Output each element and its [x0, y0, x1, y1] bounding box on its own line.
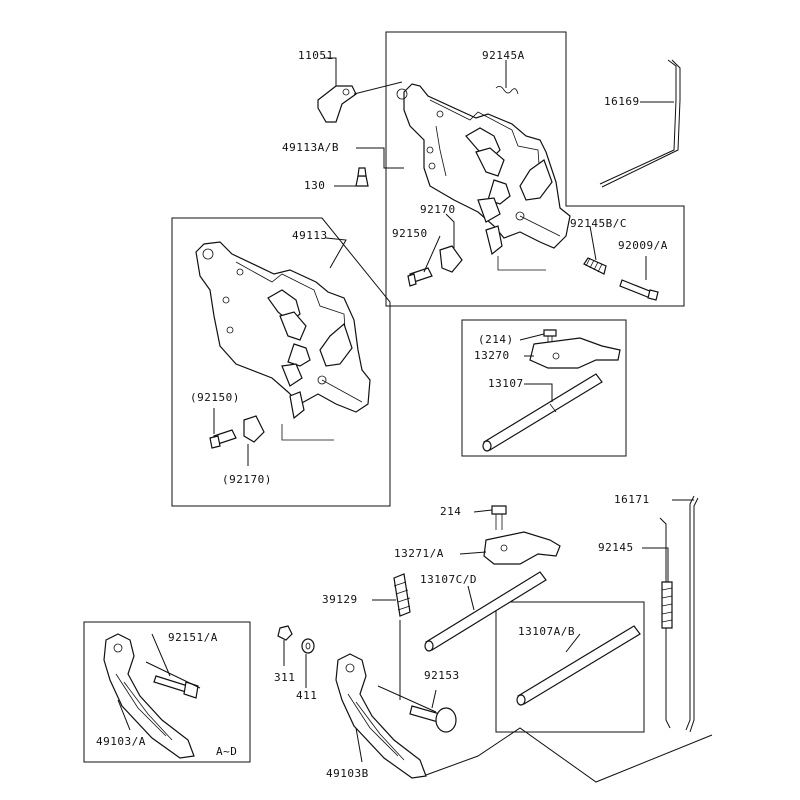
bolt-92151a: [153, 675, 199, 699]
spring-92145bc: [583, 257, 607, 275]
upper-assembly-frame: [385, 31, 685, 307]
label-13107cd: 13107C/D: [420, 573, 477, 586]
label-a-to-d: A~D: [216, 745, 238, 758]
shaft-13107cd: [424, 571, 547, 652]
label-411: 411: [296, 689, 318, 702]
leader-lines: [117, 57, 694, 763]
label-92150-paren: (92150): [190, 391, 240, 404]
label-39129: 39129: [322, 593, 358, 606]
nut-311: [277, 625, 293, 641]
screw-214: [491, 505, 507, 530]
plate-13271a: [483, 531, 561, 565]
label-49113ab: 49113A/B: [282, 141, 339, 154]
spring-92145a: [495, 86, 519, 95]
frame-bottom-link: [425, 727, 713, 783]
label-16171: 16171: [614, 493, 650, 506]
label-11051: 11051: [298, 49, 334, 62]
label-13271a: 13271/A: [394, 547, 444, 560]
rod-16169: [599, 59, 681, 188]
shaft-box-13107ab: [495, 601, 645, 733]
label-92170: 92170: [420, 203, 456, 216]
label-92170-paren: (92170): [222, 473, 272, 486]
shaft-13107ab: [516, 625, 641, 706]
clip-92170-upper: [439, 245, 463, 273]
label-92145bc: 92145B/C: [570, 217, 627, 230]
shaft-13107: [482, 373, 603, 452]
lever-box-49103a: [83, 621, 251, 763]
label-92145: 92145: [598, 541, 634, 554]
washer-411: [301, 638, 315, 654]
clip-92170-left: [243, 415, 265, 443]
bolt-92150-left: [209, 429, 237, 449]
label-16169: 16169: [604, 95, 640, 108]
label-13107: 13107: [488, 377, 524, 390]
label-130: 130: [304, 179, 326, 192]
label-311: 311: [274, 671, 296, 684]
bolt-130: [355, 167, 369, 187]
label-92009a: 92009/A: [618, 239, 668, 252]
plate-13270: [529, 337, 621, 369]
label-92151a: 92151/A: [168, 631, 218, 644]
left-assembly-frame: [171, 217, 391, 507]
control-plate-left: [195, 241, 371, 441]
label-214: 214: [440, 505, 462, 518]
bracket-11051: [317, 85, 357, 123]
label-13107ab: 13107A/B: [518, 625, 575, 638]
spring-92145: [661, 581, 673, 629]
label-49103b: 49103B: [326, 767, 369, 780]
label-49103a: 49103/A: [96, 735, 146, 748]
label-92150: 92150: [392, 227, 428, 240]
lever-49103a: [103, 633, 195, 759]
lever-49103b: [335, 653, 427, 779]
label-49113: 49113: [292, 229, 328, 242]
spring-39129: [393, 573, 411, 617]
label-214-paren: (214): [478, 333, 514, 346]
control-plate-upper: [396, 83, 571, 271]
label-92145a: 92145A: [482, 49, 525, 62]
shaft-box-13107: [461, 319, 627, 457]
label-92153: 92153: [424, 669, 460, 682]
pin-92153: [409, 705, 457, 733]
bolt-92150-upper: [407, 267, 433, 287]
bolt-92009a: [619, 279, 659, 301]
label-13270: 13270: [474, 349, 510, 362]
